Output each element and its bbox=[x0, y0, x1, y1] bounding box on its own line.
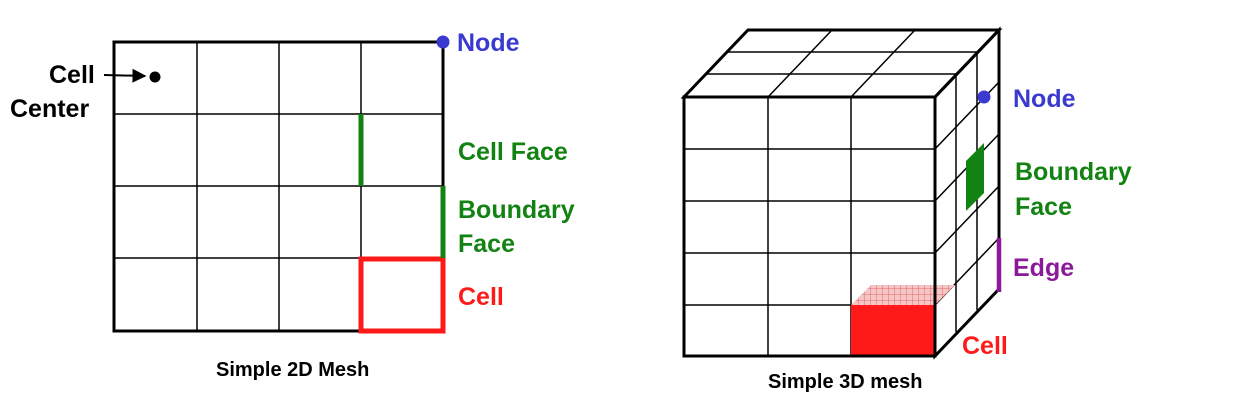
caption-3d: Simple 3D mesh bbox=[768, 371, 923, 393]
mesh-2d-cell-center-dot bbox=[149, 71, 161, 83]
label-3d-boundary-face-line2: Face bbox=[1015, 193, 1072, 221]
caption-2d: Simple 2D Mesh bbox=[216, 359, 370, 381]
label-3d-node: Node bbox=[1013, 85, 1076, 113]
mesh-2d bbox=[103, 35, 450, 334]
label-2d-cell-face: Cell Face bbox=[458, 138, 568, 166]
mesh-2d-gridlines bbox=[114, 42, 443, 331]
mesh-3d-front-face bbox=[684, 97, 935, 356]
label-3d-cell: Cell bbox=[962, 332, 1008, 360]
mesh-3d-cell-top-hatch bbox=[851, 285, 955, 305]
mesh-2d-cell-highlight bbox=[358, 256, 446, 334]
label-3d-edge: Edge bbox=[1013, 254, 1075, 282]
mesh-3d bbox=[680, 26, 1003, 360]
label-2d-cell-center-line2: Center bbox=[10, 95, 90, 123]
mesh-3d-boundary-face-highlight bbox=[966, 143, 984, 211]
mesh-3d-top-outline bbox=[680, 28, 1003, 99]
mesh-3d-cell-highlight bbox=[851, 305, 935, 356]
label-3d-boundary-face-line1: Boundary bbox=[1015, 158, 1132, 186]
label-2d-cell-center-line1: Cell bbox=[49, 61, 95, 89]
mesh-3d-top-face bbox=[705, 29, 977, 98]
label-2d-boundary-face-line1: Boundary bbox=[458, 196, 575, 224]
mesh-2d-cell-center-arrow bbox=[103, 68, 147, 83]
mesh-2d-node-dot bbox=[436, 35, 450, 49]
mesh-3d-node-dot bbox=[977, 90, 991, 104]
label-2d-node: Node bbox=[457, 29, 520, 57]
label-2d-boundary-face-line2: Face bbox=[458, 230, 515, 258]
label-2d-cell: Cell bbox=[458, 283, 504, 311]
